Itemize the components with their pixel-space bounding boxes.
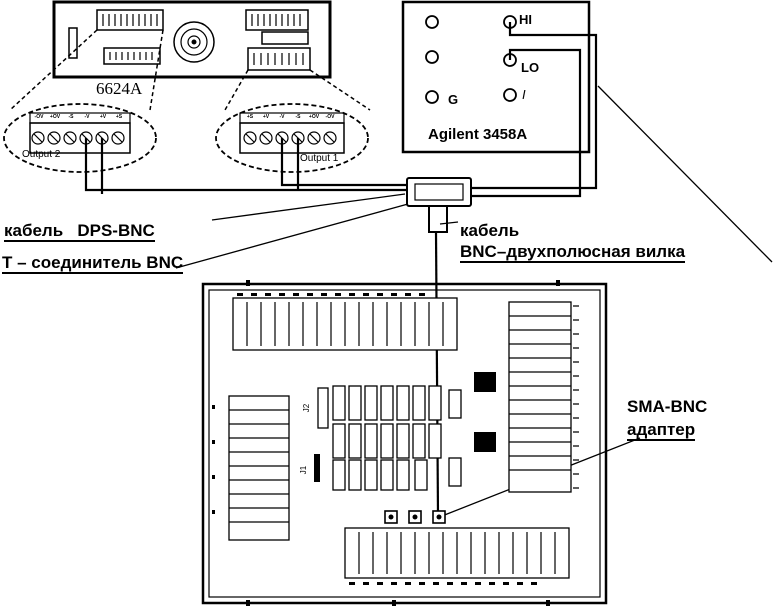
dmm-jack-left-top: [425, 15, 439, 29]
central-ic-grid: [332, 385, 462, 491]
cables: [84, 22, 598, 517]
output2-terminal: +V: [99, 114, 107, 120]
output2-terminal: -OV: [34, 114, 44, 120]
bnc-plug: [428, 205, 448, 233]
dmm-guard-label: G: [448, 92, 459, 107]
output1-terminal-labels: +S +V -V -S +OV -OV: [242, 114, 346, 120]
output1-terminal: +OV: [308, 114, 320, 120]
output1-label: Output 1: [300, 153, 339, 164]
output1-terminal: -S: [295, 114, 301, 120]
dmm-i-label: I: [522, 87, 526, 102]
dmm-agilent-3458a: [401, 0, 591, 154]
right-connector-column: [508, 301, 572, 493]
dmm-jack-guard: [425, 90, 439, 104]
cable-dps-bnc-label: кабель DPS-BNC: [4, 221, 155, 242]
cable-dmm-lo: [470, 48, 582, 198]
dmm-hi-label: HI: [519, 12, 532, 27]
sma-bnc-label-line1: SMA-BNC: [627, 397, 708, 416]
dmm-jack-i: [503, 88, 517, 102]
power-supply-6624a: [52, 0, 332, 79]
psu-module-mid-right: [261, 31, 309, 45]
board-outline: [201, 282, 608, 605]
output2-terminal: +S: [115, 114, 123, 120]
output1-screw-terminals: [243, 131, 337, 145]
dmm-name-label: Agilent 3458A: [428, 126, 528, 143]
psu-module-bottom-right: [247, 47, 311, 71]
output2-terminal: -S: [68, 114, 74, 120]
zoom-lines: [9, 29, 371, 111]
cable-to-sma: [434, 231, 440, 517]
output1-terminal: +V: [262, 114, 270, 120]
sma-bnc-label-line2: адаптер: [627, 420, 696, 441]
output1-terminal: -OV: [325, 114, 335, 120]
cable-dmm-hi: [470, 22, 598, 190]
output2-label: Output 2: [22, 149, 61, 160]
output2-terminal-labels: -OV +OV -S -V +V +S: [31, 114, 131, 120]
dmm-jacks: [425, 15, 517, 104]
j2-component: [317, 387, 329, 429]
left-connector-column: [228, 395, 290, 541]
dmm-front-panel: [401, 0, 591, 154]
psu-handle: [68, 27, 78, 59]
output2-terminal: -V: [84, 114, 90, 120]
dmm-lo-label: LO: [521, 60, 540, 75]
j1-component: [314, 454, 320, 482]
psu-knob-icon: [173, 21, 215, 63]
psu-model-label: 6624A: [96, 79, 143, 98]
cable-output1: [280, 138, 407, 187]
black-pads: [474, 372, 496, 452]
black-pad-bottom: [474, 432, 496, 452]
psu-front-panel: [52, 0, 332, 79]
psu-module-bottom-left: [103, 47, 161, 65]
output2-terminal: +OV: [49, 114, 61, 120]
board-j2-label: J2: [302, 403, 312, 413]
t-connector-label: Т – соединитель BNC: [2, 253, 184, 274]
output2-terminal-block: [3, 103, 157, 173]
output1-terminal: +S: [246, 114, 254, 120]
output2-screw-terminals: [31, 131, 125, 145]
cable-bnc-label-line1: кабель: [460, 221, 520, 240]
cable-output2: [84, 138, 407, 192]
board-j1-label: J1: [299, 465, 309, 475]
t-connector-bnc: [406, 177, 472, 233]
output1-terminal: -V: [279, 114, 285, 120]
dmm-jack-left-mid: [425, 50, 439, 64]
output1-terminal-block: [215, 103, 369, 173]
black-pad-top: [474, 372, 496, 392]
psu-module-top-left: [96, 9, 164, 31]
test-board: [201, 282, 608, 605]
psu-module-top-right: [245, 9, 309, 31]
cable-bnc-label-line2: BNC–двухполюсная вилка: [460, 242, 686, 263]
